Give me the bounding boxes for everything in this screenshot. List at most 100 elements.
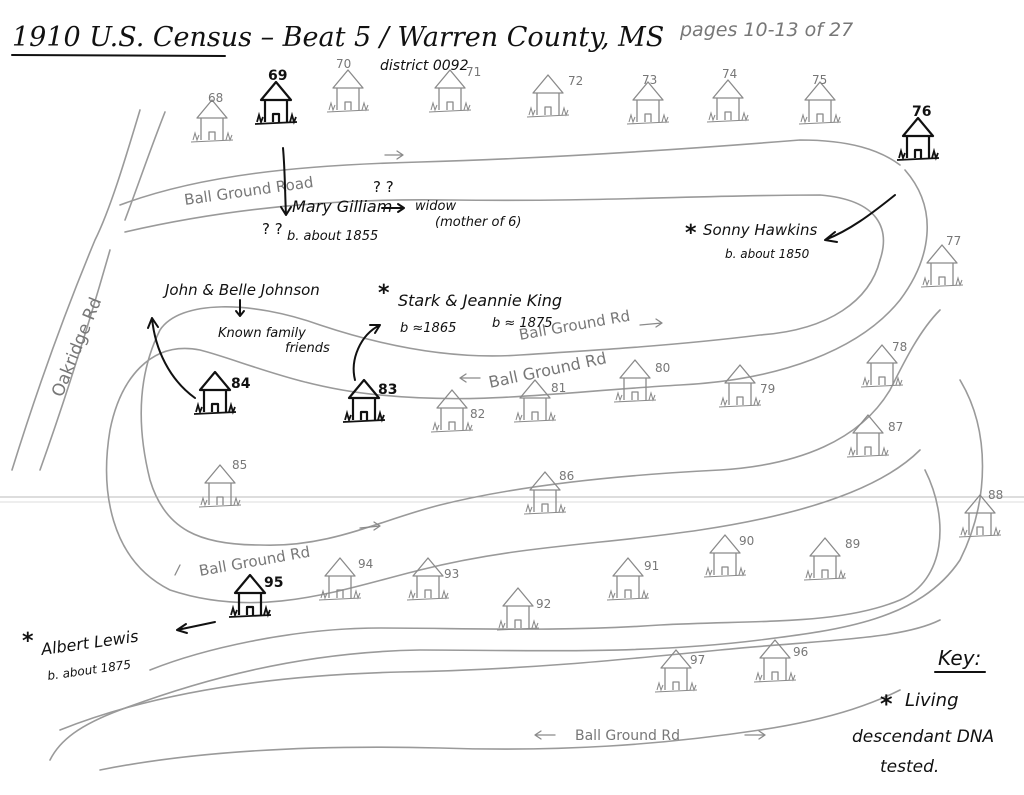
house-95-icon <box>233 573 267 615</box>
ball-ground-rd-lower-inner <box>149 469 941 671</box>
house-78-ground <box>860 376 904 388</box>
house-88-icon <box>964 494 996 535</box>
sonny-birth: b. about 1850 <box>725 247 810 261</box>
widow-label: widow <box>415 199 456 214</box>
house-87: 87 <box>846 414 903 458</box>
house-74-icon <box>712 79 744 120</box>
house-89-ground <box>803 569 847 581</box>
ball-ground-rd-label-3: Ball Ground Rd <box>198 543 312 580</box>
key-star: * <box>880 690 893 718</box>
king-name: Stark & Jeannie King <box>398 291 562 310</box>
house-88-ground <box>958 526 1002 538</box>
oakridge-rd-label: Oakridge Rd <box>48 295 106 400</box>
house-70-icon <box>332 69 364 110</box>
house-68: 68 <box>190 91 234 143</box>
house-78: 78 <box>860 340 907 388</box>
ball-ground-rd-middle-inner <box>140 259 941 546</box>
house-97-number: 97 <box>690 653 705 667</box>
house-79-ground <box>718 396 762 408</box>
house-69-number: 69 <box>268 68 287 84</box>
house-93: 93 <box>406 557 459 601</box>
house-77-ground <box>920 276 964 288</box>
house-71-number: 71 <box>466 65 481 79</box>
key-title: Key: <box>938 646 981 670</box>
house-74-ground <box>706 111 750 123</box>
house-75: 75 <box>798 73 842 125</box>
house-69: 69 <box>254 68 298 125</box>
ball-ground-rd-label-2: Ball Ground Rd <box>487 348 608 392</box>
house-79-icon <box>724 364 756 405</box>
map-key: Key: * Living descendant DNA tested. <box>852 646 994 777</box>
house-73: 73 <box>626 73 670 125</box>
district-label: district 0092 <box>380 58 469 74</box>
house-86-icon <box>529 471 561 512</box>
house-95-number: 95 <box>264 575 283 591</box>
house-80-number: 80 <box>655 361 670 375</box>
house-84-number: 84 <box>231 376 251 392</box>
key-line-3: tested. <box>880 757 939 777</box>
house-93-ground <box>406 589 450 601</box>
house-71-ground <box>428 101 472 113</box>
sonny-name: Sonny Hawkins <box>703 221 817 239</box>
house-97-icon <box>660 649 692 690</box>
king-birth-1: b ≈1865 <box>400 321 456 336</box>
house-84: 84 <box>193 370 251 415</box>
known-family-line-2: friends <box>285 341 330 356</box>
ball-ground-rd-lower-outer <box>49 379 984 761</box>
house-84-ground <box>193 401 237 415</box>
house-76: 76 <box>896 104 940 161</box>
house-71: 71 <box>428 65 481 113</box>
house-72-icon <box>532 74 564 115</box>
house-73-icon <box>632 81 664 122</box>
house-85-icon <box>204 464 236 505</box>
house-82-icon <box>436 389 468 430</box>
oakridge-road-edge-2 <box>124 111 166 221</box>
mary-question-marks-2: ? ? <box>373 178 394 196</box>
albert-name: Albert Lewis <box>39 627 140 660</box>
mother-of-6-label: (mother of 6) <box>435 215 522 230</box>
house-89: 89 <box>803 537 860 581</box>
house-82-number: 82 <box>470 407 485 421</box>
house-81-number: 81 <box>551 381 566 395</box>
house-70-number: 70 <box>336 57 351 71</box>
house-86: 86 <box>523 469 574 515</box>
house-75-ground <box>798 113 842 125</box>
johnson-name: John & Belle Johnson <box>162 281 320 299</box>
house-75-number: 75 <box>812 73 827 87</box>
house-83-icon <box>347 378 381 420</box>
house-90-ground <box>703 566 747 578</box>
house-73-number: 73 <box>642 73 657 87</box>
ball-ground-rd-middle-outer <box>105 169 928 604</box>
key-line-2: descendant DNA <box>852 727 994 747</box>
house-93-number: 93 <box>444 567 459 581</box>
ball-ground-rd-bottom <box>59 619 941 731</box>
house-94-number: 94 <box>358 557 373 571</box>
house-92-number: 92 <box>536 597 551 611</box>
house-87-number: 87 <box>888 420 903 434</box>
house-88: 88 <box>958 488 1003 538</box>
house-80: 80 <box>613 359 670 403</box>
roads <box>11 109 984 771</box>
house-93-icon <box>412 557 444 598</box>
house-83: 83 <box>342 378 397 423</box>
house-70: 70 <box>326 57 370 113</box>
house-87-icon <box>852 414 884 455</box>
house-96-ground <box>753 671 797 683</box>
house-80-icon <box>619 359 651 400</box>
albert-birth: b. about 1875 <box>46 657 131 683</box>
ball-ground-road-top <box>119 139 901 206</box>
house-85: 85 <box>198 458 247 508</box>
house-86-number: 86 <box>559 469 574 483</box>
house-77-number: 77 <box>946 234 961 248</box>
house-90: 90 <box>703 534 754 578</box>
house-95: 95 <box>228 573 283 618</box>
house-74-number: 74 <box>722 67 737 81</box>
house-91-number: 91 <box>644 559 659 573</box>
mary-question-marks: ? ? <box>262 220 283 238</box>
house-80-ground <box>613 391 657 403</box>
key-line-1: Living <box>905 690 959 711</box>
house-68-icon <box>196 99 228 140</box>
house-85-number: 85 <box>232 458 247 472</box>
house-70-ground <box>326 101 370 113</box>
